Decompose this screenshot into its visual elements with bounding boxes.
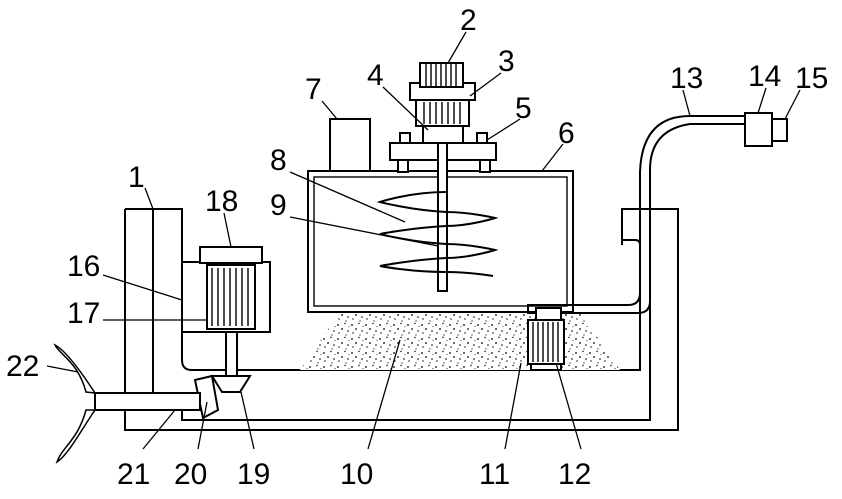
label-10: 10	[340, 458, 373, 491]
label-21: 21	[117, 458, 150, 491]
top-motor	[410, 63, 475, 126]
label-4: 4	[367, 59, 384, 92]
label-22: 22	[6, 350, 39, 383]
label-13: 13	[670, 62, 703, 95]
label-16: 16	[67, 250, 100, 283]
label-8: 8	[270, 144, 287, 177]
label-12: 12	[558, 458, 591, 491]
label-17: 17	[67, 297, 100, 330]
label-9: 9	[270, 189, 287, 222]
material-pile	[300, 312, 620, 370]
label-1: 1	[128, 161, 145, 194]
coupling	[423, 125, 463, 143]
label-3: 3	[498, 45, 515, 78]
label-15: 15	[795, 62, 828, 95]
label-2: 2	[460, 4, 477, 37]
label-14: 14	[748, 60, 781, 93]
side-motor	[182, 247, 270, 376]
pipe-nozzle	[772, 119, 787, 141]
label-11: 11	[479, 458, 510, 491]
label-18: 18	[205, 185, 238, 218]
label-19: 19	[237, 458, 270, 491]
feed-port	[330, 119, 370, 171]
propeller-shaft	[95, 393, 200, 410]
label-5: 5	[515, 92, 532, 125]
propeller-blades	[55, 345, 95, 462]
label-20: 20	[174, 458, 207, 491]
screw-shaft	[438, 143, 447, 291]
label-7: 7	[305, 73, 322, 106]
pipe-coupling	[745, 113, 772, 146]
label-6: 6	[558, 117, 575, 150]
